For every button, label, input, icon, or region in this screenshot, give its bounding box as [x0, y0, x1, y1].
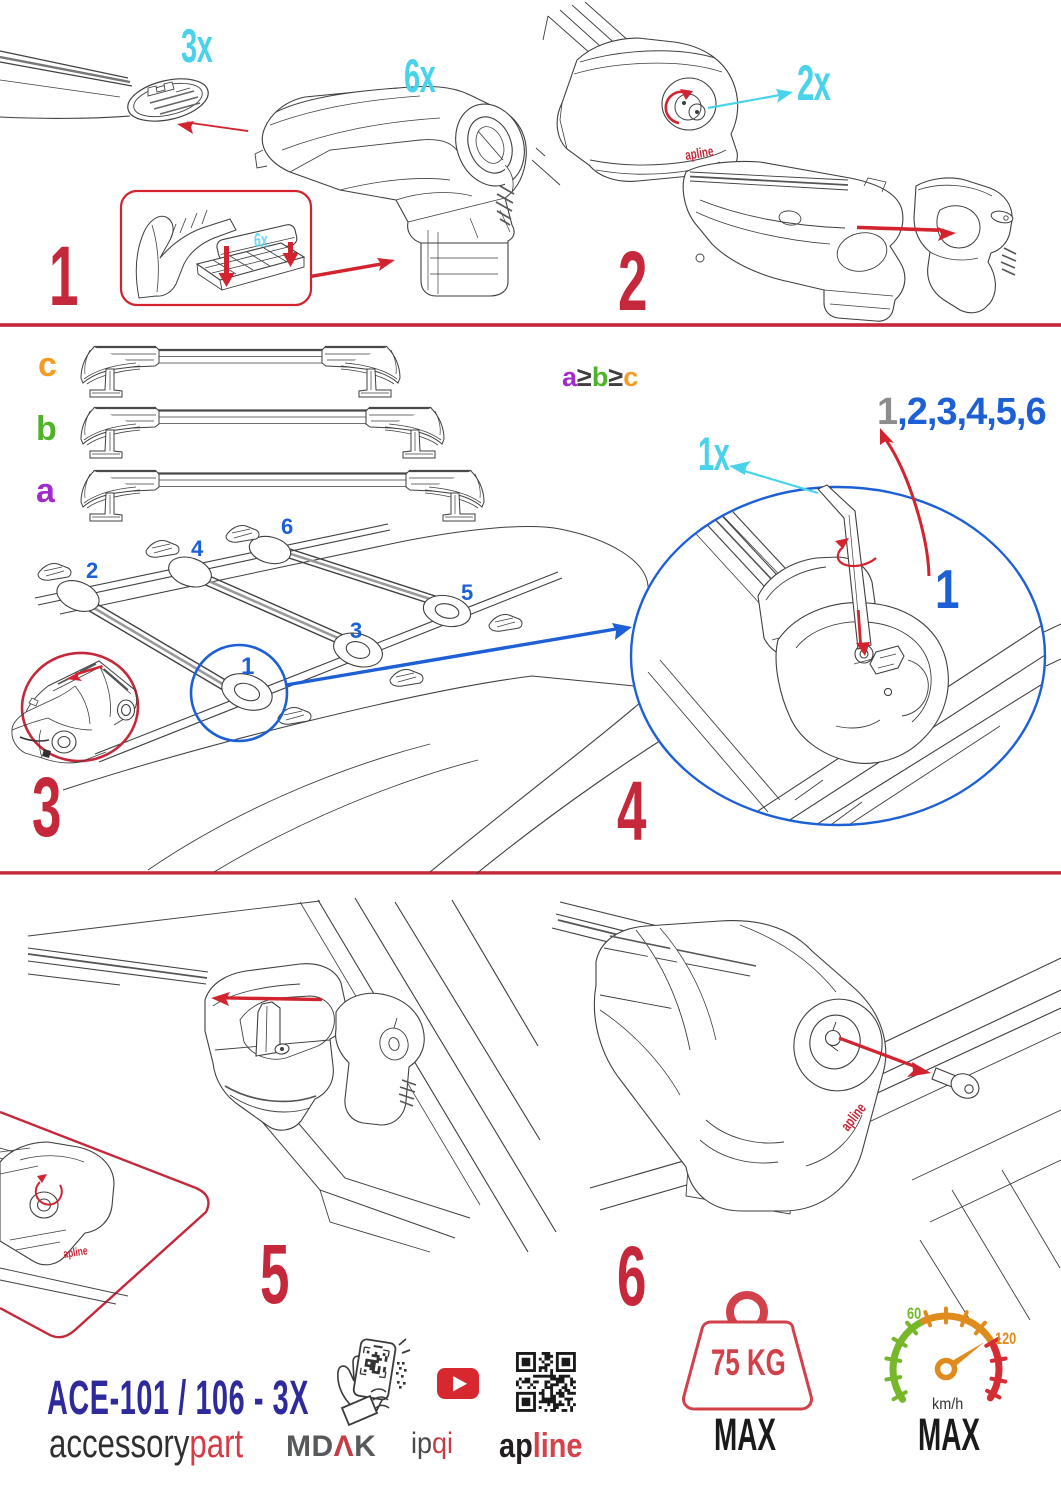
svg-text:apline: apline	[63, 1245, 89, 1261]
svg-text:accessorypart: accessorypart	[49, 1421, 243, 1466]
svg-text:120: 120	[995, 1329, 1016, 1348]
svg-text:75 KG: 75 KG	[711, 1341, 786, 1383]
svg-text:1: 1	[241, 653, 254, 680]
svg-text:c: c	[38, 346, 57, 384]
svg-text:1,2,3,4,5,6: 1,2,3,4,5,6	[877, 391, 1046, 433]
svg-text:6: 6	[281, 514, 293, 539]
svg-text:MDΛK: MDΛK	[286, 1430, 376, 1463]
svg-text:5: 5	[461, 580, 473, 605]
svg-text:4: 4	[617, 763, 646, 858]
svg-text:2: 2	[618, 233, 647, 328]
svg-text:km/h: km/h	[932, 1395, 963, 1413]
svg-text:3x: 3x	[181, 21, 213, 73]
svg-text:2: 2	[86, 558, 98, 583]
svg-text:ipqi: ipqi	[411, 1427, 453, 1461]
svg-text:6: 6	[617, 1228, 646, 1323]
svg-text:5: 5	[260, 1226, 289, 1321]
svg-text:1: 1	[935, 558, 959, 620]
svg-text:3: 3	[32, 759, 61, 854]
svg-text:b: b	[36, 410, 57, 448]
svg-text:MAX: MAX	[714, 1409, 776, 1459]
svg-text:ACE-101 / 106 - 3X: ACE-101 / 106 - 3X	[47, 1372, 309, 1425]
svg-text:60: 60	[907, 1304, 921, 1323]
svg-text:MAX: MAX	[918, 1409, 980, 1459]
svg-text:a: a	[36, 472, 56, 510]
svg-text:6x: 6x	[404, 51, 436, 103]
svg-text:6x: 6x	[254, 229, 268, 252]
svg-text:1x: 1x	[698, 429, 730, 481]
svg-text:apline: apline	[684, 143, 715, 163]
svg-text:a≥b≥c: a≥b≥c	[562, 362, 638, 392]
svg-text:3: 3	[350, 618, 362, 643]
svg-text:apline: apline	[499, 1426, 583, 1465]
svg-text:4: 4	[191, 536, 204, 561]
svg-text:1: 1	[49, 228, 78, 323]
svg-text:2x: 2x	[797, 54, 831, 110]
